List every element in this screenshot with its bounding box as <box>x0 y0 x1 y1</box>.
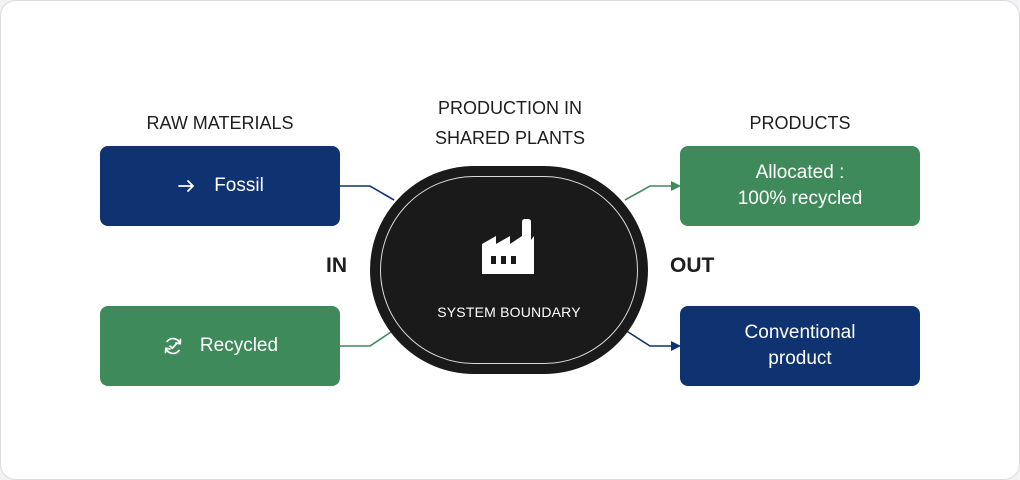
production-heading-line1: PRODUCTION IN <box>438 98 582 118</box>
recycled-connector <box>340 329 395 347</box>
system-boundary-ring <box>380 176 638 364</box>
recycle-icon <box>162 335 184 357</box>
production-heading: PRODUCTION IN SHARED PLANTS <box>390 93 630 153</box>
fossil-connector <box>340 185 395 201</box>
allocated-box: Allocated : 100% recycled <box>680 146 920 226</box>
conventional-arrow <box>624 329 681 351</box>
recycled-label: Recycled <box>199 335 279 356</box>
factory-icon <box>482 219 534 274</box>
conventional-line1: Conventional <box>744 322 856 343</box>
recycled-box: Recycled <box>100 306 340 386</box>
out-label: OUT <box>670 254 715 277</box>
raw-materials-heading: RAW MATERIALS <box>146 113 294 133</box>
allocated-arrow <box>624 181 681 201</box>
products-heading: PRODUCTS <box>749 113 851 133</box>
arrow-right-icon <box>176 175 198 197</box>
fossil-box: Fossil <box>100 146 340 226</box>
in-label: IN <box>326 254 347 277</box>
conventional-box: Conventional product <box>680 306 920 386</box>
system-boundary-label: SYSTEM BOUNDARY <box>437 304 581 320</box>
fossil-label: Fossil <box>214 175 264 196</box>
allocated-line1: Allocated : <box>755 162 845 183</box>
allocated-line2: 100% recycled <box>737 188 863 209</box>
conventional-line2: product <box>768 348 832 369</box>
production-heading-line2: SHARED PLANTS <box>434 128 586 148</box>
system-boundary: SYSTEM BOUNDARY <box>370 166 648 374</box>
